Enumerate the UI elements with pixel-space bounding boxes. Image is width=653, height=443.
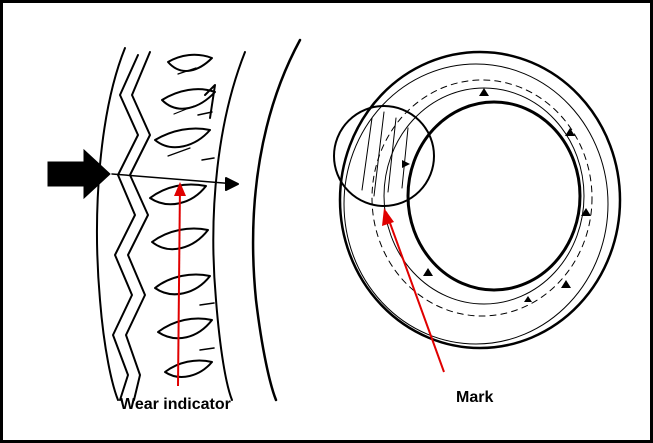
wear-indicator-triangle [226, 178, 238, 190]
mark-label: Mark [456, 389, 493, 407]
wear-indicator-label: Wear indicator [120, 396, 231, 414]
wear-indicator-leader [178, 184, 180, 386]
tread-wear-marks [402, 88, 591, 302]
mark-leader-arrowhead [382, 208, 394, 226]
tire-tread-view [97, 40, 300, 400]
tire-sidewall-view [334, 52, 620, 348]
tread-blocks [150, 55, 215, 377]
